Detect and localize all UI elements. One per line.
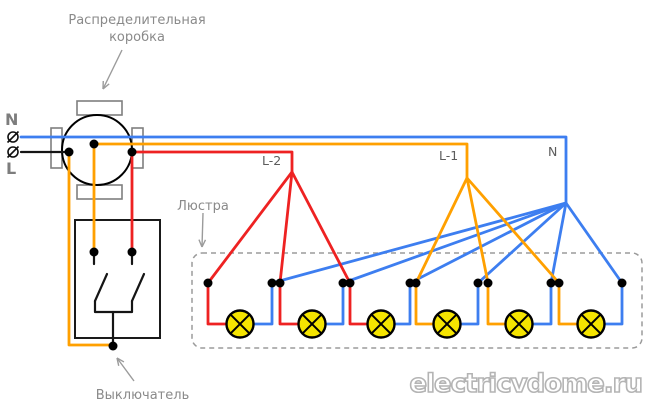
terminal-dot <box>617 278 627 288</box>
mains-label-l: L <box>6 159 17 178</box>
wire-switch-common-feed <box>67 150 115 347</box>
switch-arrow <box>116 357 135 382</box>
wire-neutral-bus <box>19 135 568 205</box>
wire-l2-lamp-2 <box>278 281 301 326</box>
wire-l2-branch-2 <box>278 170 294 285</box>
terminal-dot <box>64 147 74 157</box>
lamp-cross-icon <box>580 313 602 335</box>
junction-box-tab <box>76 100 123 116</box>
chandelier-arrow <box>201 212 204 248</box>
wire-neutral-lamp-6 <box>603 281 624 326</box>
wire-l1-lamp-4 <box>414 281 436 326</box>
wire-neutral-branch-1 <box>270 201 568 285</box>
chandelier-arrow-head <box>198 239 203 248</box>
switch-body <box>74 219 161 339</box>
wire-neutral-branch-3 <box>408 201 568 285</box>
junction-box-arrow <box>102 49 123 90</box>
terminal-dot <box>89 139 99 149</box>
junction-box-label-line1: Распределительная <box>68 13 206 28</box>
terminal-dot <box>267 278 277 288</box>
wire-neutral-lamp-1 <box>252 281 274 326</box>
wire-neutral-lamp-2 <box>324 281 345 326</box>
terminal-dot <box>546 278 556 288</box>
junction-box-tab <box>50 127 63 169</box>
mains-terminal-slash <box>6 130 20 144</box>
terminal-dot <box>89 247 99 257</box>
wire-switch-blade-1 <box>93 272 109 303</box>
wire-l1-bus <box>92 142 469 180</box>
junction-box-tab <box>76 184 123 200</box>
wire-l2-lamp-3 <box>348 281 370 326</box>
wire-neutral-branch-6 <box>564 201 624 285</box>
terminal-dot <box>203 278 213 288</box>
terminal-dot <box>127 247 137 257</box>
site-watermark: electricvdome.ru <box>409 368 644 400</box>
chandelier-arrow-head <box>201 239 207 248</box>
wire-l1-lamp-5 <box>486 281 508 326</box>
terminal-dot <box>127 147 137 157</box>
wire-l1-branch-3 <box>465 176 561 285</box>
wire-l1-branch-2 <box>465 176 490 285</box>
wire-l2-lamp-1 <box>206 281 229 326</box>
lamp-cross-icon <box>229 313 251 335</box>
wire-l1-branch-1 <box>414 176 469 285</box>
branch-label-n: N <box>548 144 558 159</box>
junction-box-label-line2: коробка <box>109 30 165 45</box>
switch-arrow-head <box>116 357 125 363</box>
terminal-dot <box>411 278 421 288</box>
lamp-cross-icon <box>508 313 530 335</box>
wire-neutral-lamp-4 <box>459 281 480 326</box>
wire-switch-common-bus <box>93 299 134 314</box>
mains-terminal-slash <box>6 145 20 159</box>
terminal-dot <box>275 278 285 288</box>
branch-label-l2: L-2 <box>262 153 282 168</box>
wire-neutral-lamp-3 <box>393 281 412 326</box>
terminal-dot <box>338 278 348 288</box>
mains-label-n: N <box>5 110 19 129</box>
wire-neutral-lamp-5 <box>531 281 553 326</box>
terminal-dot <box>554 278 564 288</box>
wire-l2-branch-3 <box>290 170 352 285</box>
terminal-dot <box>345 278 355 288</box>
switch-arrow-head <box>116 357 120 366</box>
junction-box-label: Распределительная коробка <box>48 12 226 46</box>
lamp-cross-icon <box>436 313 458 335</box>
terminal-dot <box>108 341 118 351</box>
wire-l2-branch-1 <box>206 170 294 285</box>
terminal-dot <box>483 278 493 288</box>
lamp-cross-icon <box>301 313 323 335</box>
switch-label: Выключатель <box>95 388 190 403</box>
junction-box-arrow-head <box>102 83 110 90</box>
lamp-cross-icon <box>370 313 392 335</box>
wire-switch-blade-2 <box>130 272 146 303</box>
chandelier-label: Люстра <box>177 199 229 214</box>
chandelier-outline <box>191 252 643 349</box>
mains-terminal-icon <box>7 146 19 158</box>
mains-terminal-icon <box>7 131 19 143</box>
wire-neutral-branch-4 <box>476 201 568 285</box>
wire-neutral-branch-2 <box>341 201 568 285</box>
branch-label-l1: L-1 <box>439 148 459 163</box>
wire-l2-bus <box>130 150 294 174</box>
wire-neutral-branch-5 <box>549 201 568 285</box>
wire-l1-lamp-6 <box>557 281 580 326</box>
terminal-dot <box>473 278 483 288</box>
